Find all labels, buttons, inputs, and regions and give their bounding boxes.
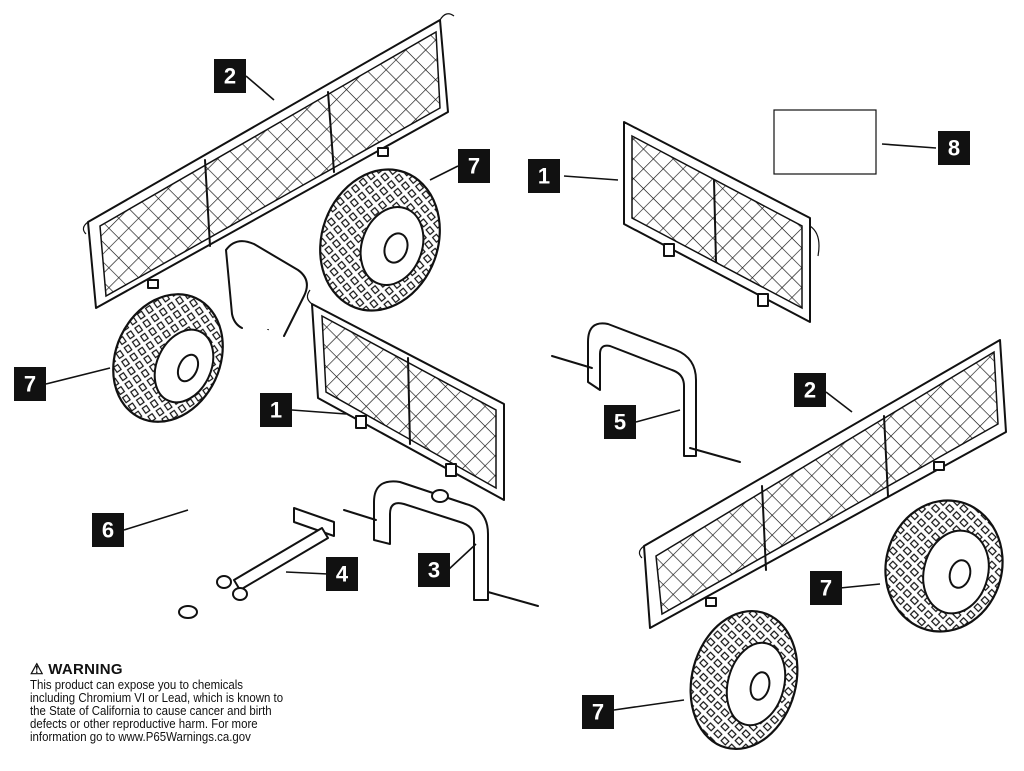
wheel-bottom — [689, 609, 799, 751]
warning-line: defects or other reproductive harm. For … — [30, 716, 258, 731]
callout-label: 7 — [24, 372, 36, 397]
callout-2-top: 2 — [214, 59, 246, 93]
wheel-top-center — [319, 168, 441, 312]
callout-7-right: 7 — [810, 571, 842, 605]
prop65-warning: ⚠ WARNING This product can expose you to… — [30, 660, 360, 743]
callout-7-top: 7 — [458, 149, 490, 183]
callout-label: 3 — [428, 558, 440, 583]
callout-label: 1 — [538, 164, 550, 189]
callout-label: 1 — [270, 398, 282, 423]
front-axle — [343, 480, 539, 607]
pull-handle — [178, 240, 308, 619]
callout-label: 8 — [948, 136, 960, 161]
callout-4: 4 — [326, 557, 358, 591]
callout-label: 6 — [102, 518, 114, 543]
end-panel-lower — [306, 289, 505, 501]
callout-label: 2 — [224, 64, 236, 89]
callout-label: 4 — [336, 562, 349, 587]
warning-triangle-icon: ⚠ — [30, 661, 44, 678]
callout-5: 5 — [604, 405, 636, 439]
warning-body: This product can expose you to chemicals… — [30, 678, 360, 743]
callout-label: 7 — [468, 154, 480, 179]
label-sticker — [773, 109, 877, 175]
callout-label: 7 — [592, 700, 604, 725]
leader-lines — [45, 75, 937, 711]
long-side-panel-bottom — [638, 339, 1007, 629]
tongue-bracket — [216, 507, 335, 601]
warning-line: information go to www.P65Warnings.ca.gov — [30, 729, 251, 744]
callout-label: 7 — [820, 576, 832, 601]
callout-7-bottom: 7 — [582, 695, 614, 729]
rear-axle — [551, 322, 741, 463]
end-panel-upper — [623, 121, 820, 323]
callout-6: 6 — [92, 513, 124, 547]
callout-label: 2 — [804, 378, 816, 403]
callout-label: 5 — [614, 410, 626, 435]
wheel-right — [884, 499, 1004, 633]
long-side-panel-top — [82, 13, 455, 309]
callout-1-lower: 1 — [260, 393, 292, 427]
callout-2-bottom: 2 — [794, 373, 826, 407]
callout-1-top: 1 — [528, 159, 560, 193]
warning-title-row: ⚠ WARNING — [30, 660, 360, 678]
warning-title: WARNING — [48, 661, 123, 678]
callout-3: 3 — [418, 553, 450, 587]
warning-line: the State of California to cause cancer … — [30, 703, 272, 718]
warning-line: This product can expose you to chemicals — [30, 677, 244, 692]
callout-8: 8 — [938, 131, 970, 165]
warning-line: including Chromium VI or Lead, which is … — [30, 690, 284, 705]
wheel-left — [112, 293, 224, 423]
callout-7-left: 7 — [14, 367, 46, 401]
